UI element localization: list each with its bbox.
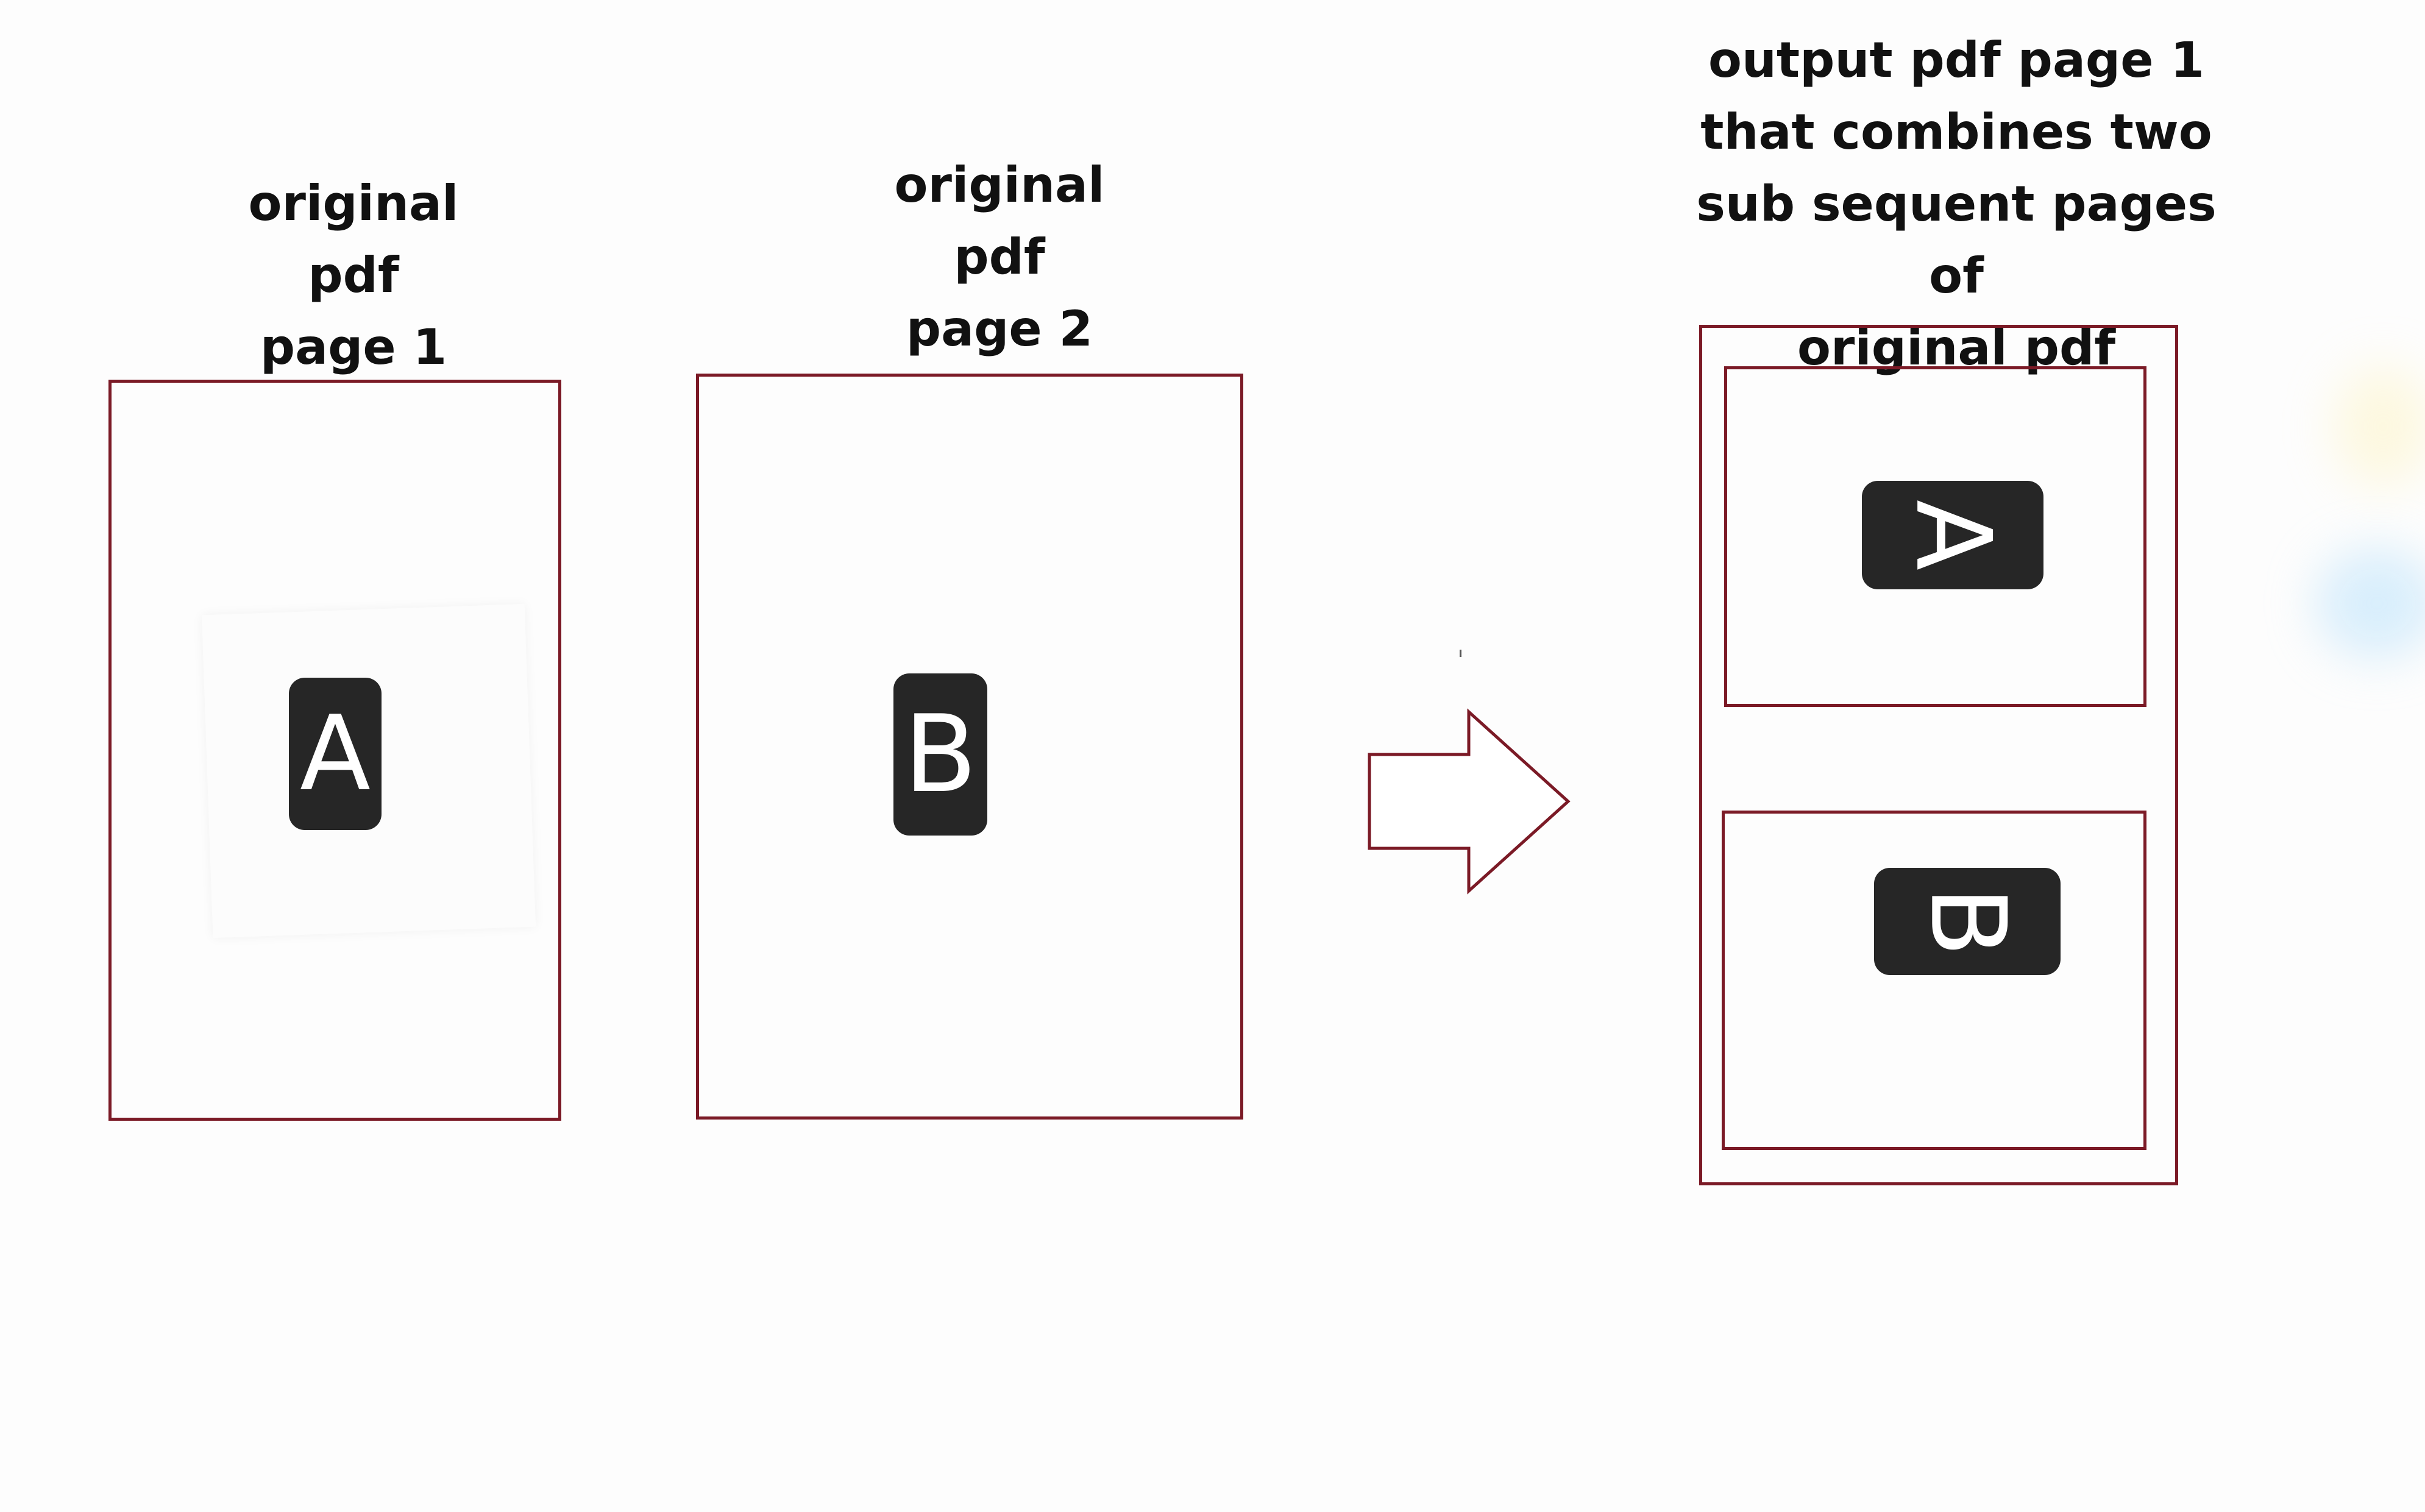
decorative-glow-blue [2316,548,2425,658]
original-page-1-frame [108,380,561,1121]
output-tile-b-letter: B [1906,886,2028,957]
output-page-frame [1699,325,2178,1185]
output-tile-a-letter: A [1892,499,2013,571]
caption-original-page-2: original pdf page 2 [894,157,1105,357]
tile-a-letter: A [299,694,371,814]
tile-b-letter: B [903,692,978,817]
original-page-2-frame [696,374,1243,1120]
output-tile-a: A [1862,481,2043,589]
tile-b: B [893,673,987,836]
output-bottom-half-frame [1722,811,2146,1150]
caption-original-page-1: original pdf page 1 [248,175,459,375]
tile-a: A [289,678,382,830]
stray-tick-mark [1460,650,1461,657]
right-arrow-outline-icon [1368,708,1571,895]
output-tile-b: B [1874,868,2061,975]
output-top-half-frame [1724,366,2146,707]
decorative-glow-yellow [2334,366,2425,488]
